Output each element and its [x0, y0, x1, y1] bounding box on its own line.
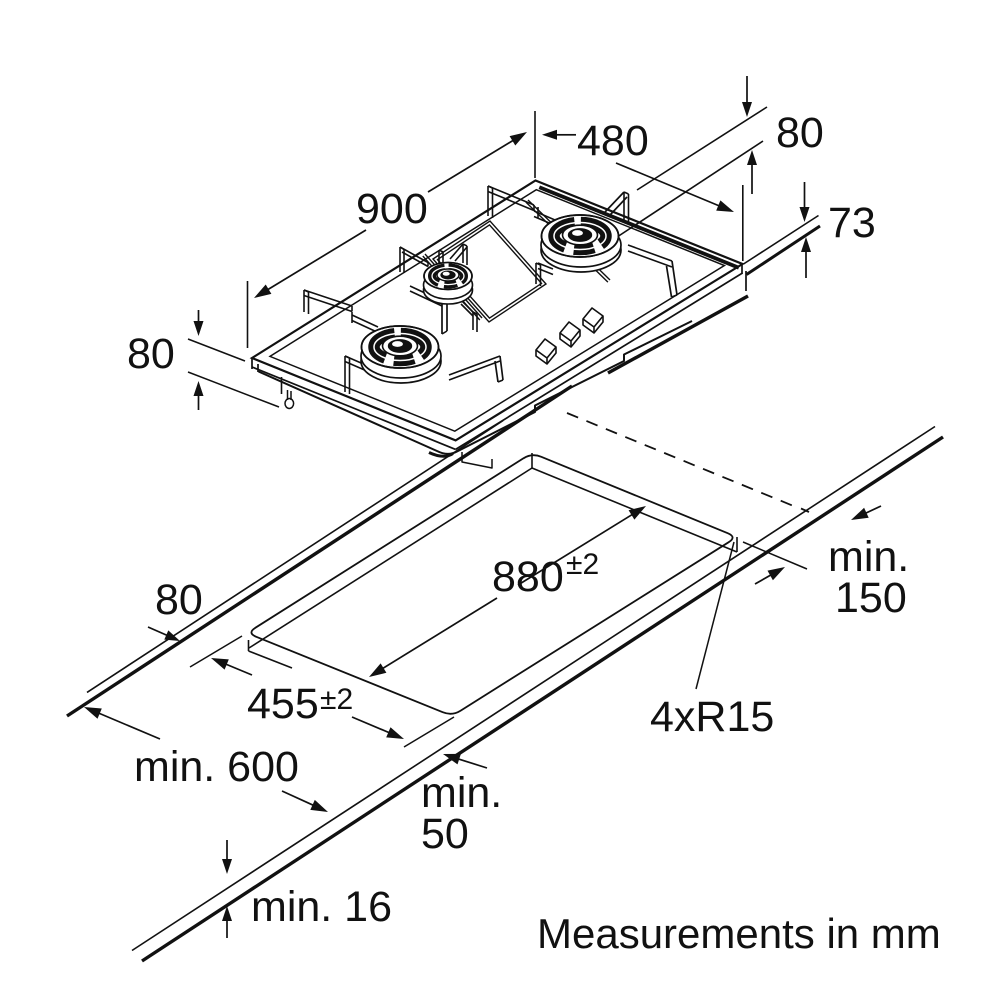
svg-text:455: 455: [247, 680, 319, 728]
svg-text:min.: min.: [828, 533, 909, 581]
svg-text:80: 80: [776, 109, 824, 157]
svg-text:Measurements in mm: Measurements in mm: [537, 910, 941, 957]
svg-text:50: 50: [421, 810, 469, 858]
svg-text:73: 73: [828, 199, 876, 247]
svg-text:80: 80: [127, 330, 175, 378]
svg-text:4xR15: 4xR15: [650, 693, 774, 741]
svg-text:880: 880: [492, 553, 564, 601]
svg-text:150: 150: [835, 574, 907, 622]
svg-text:min. 600: min. 600: [134, 743, 299, 791]
svg-text:min.: min.: [421, 769, 502, 817]
svg-text:900: 900: [356, 185, 428, 233]
svg-text:±2: ±2: [566, 548, 599, 581]
svg-text:80: 80: [155, 576, 203, 624]
svg-text:480: 480: [577, 117, 649, 165]
svg-text:±2: ±2: [320, 683, 353, 716]
svg-text:min. 16: min. 16: [251, 883, 392, 931]
